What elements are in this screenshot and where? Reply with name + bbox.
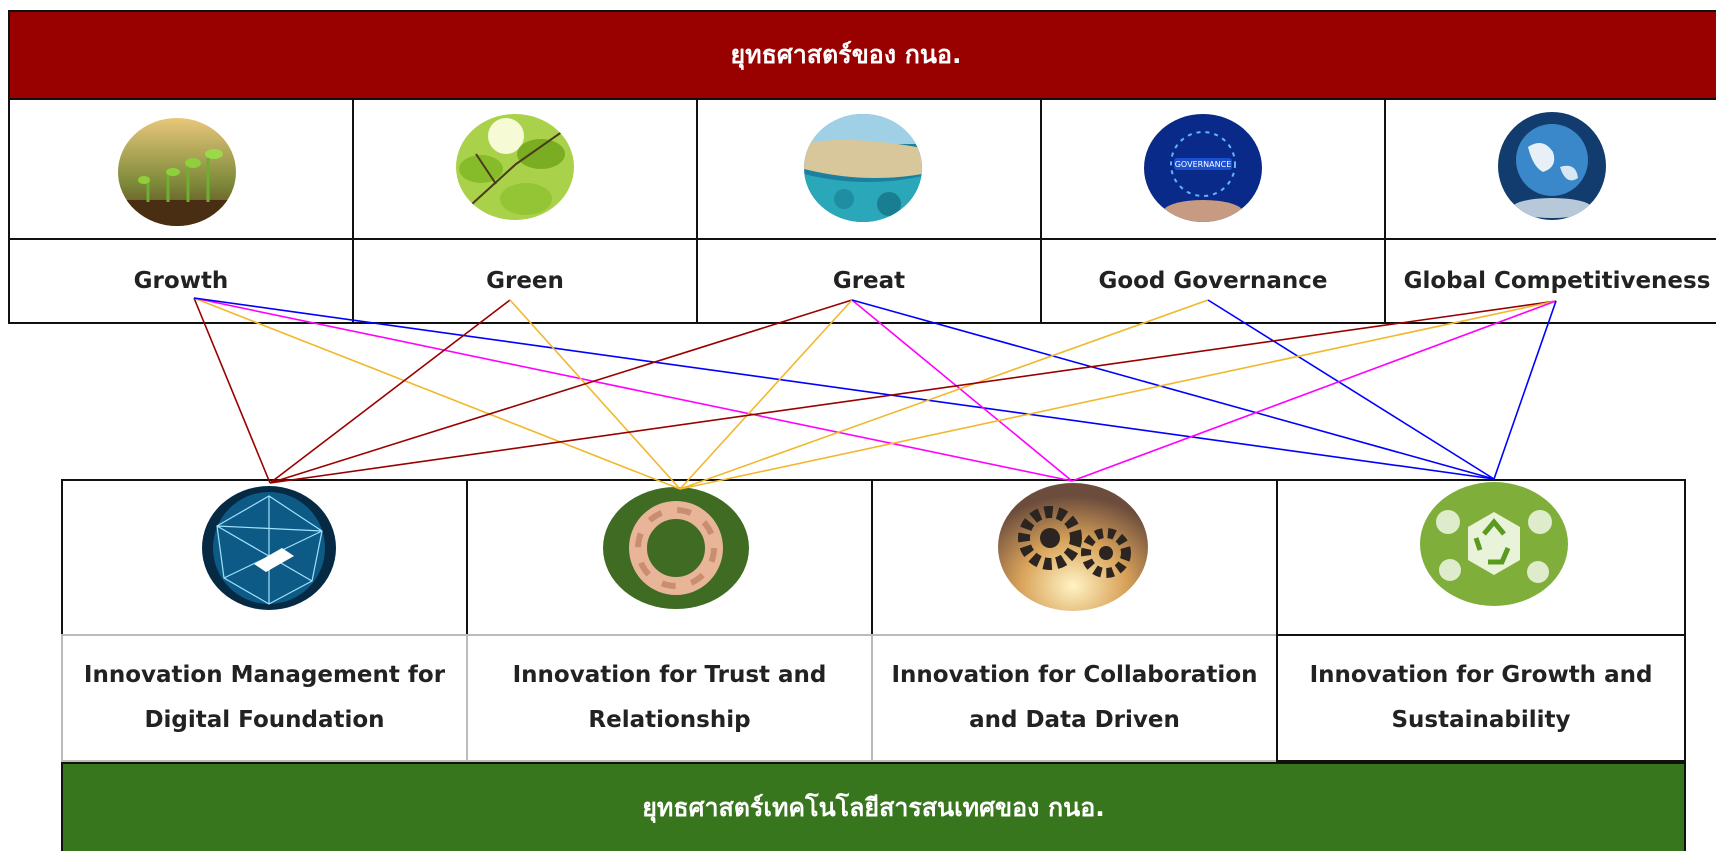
- bottom-banner-title: ยุทธศาสตร์เทคโนโลยีสารสนเทศของ กนอ.: [642, 792, 1105, 822]
- green-leaves-icon: [456, 114, 574, 220]
- digital-network-globe-icon: [202, 486, 336, 610]
- connector-growth-to-innovation-for-trust-and-relationship: [193, 297, 681, 490]
- connector-good-governance-to-innovation-for-trust-and-relationship: [679, 299, 1209, 490]
- recycle-sustainability-icon: [1420, 482, 1568, 606]
- top-banner-title: ยุทธศาสตร์ของ กนอ.: [730, 40, 962, 69]
- connector-green-to-innovation-for-trust-and-relationship: [509, 299, 681, 490]
- linked-hands-icon: [603, 487, 749, 609]
- pillar-label-great: Great: [696, 238, 1042, 324]
- globe-in-hands-icon: [1498, 112, 1606, 220]
- connector-great-to-innovation-for-trust-and-relationship: [679, 299, 853, 490]
- strategy-label-line2: Relationship: [588, 707, 751, 733]
- connector-great-to-innovation-for-collaboration-and-data-driven: [851, 299, 1073, 482]
- connector-great-to-innovation-for-growth-and-sustainability: [851, 299, 1495, 480]
- pillar-label-growth: Growth: [8, 238, 354, 324]
- strategy-label-line1: Innovation Management for: [83, 662, 446, 688]
- strategy-label-line2: and Data Driven: [969, 707, 1180, 733]
- pillar-label-global-competitiveness: Global Competitiveness: [1384, 238, 1716, 324]
- pillar-label-green: Green: [352, 238, 698, 324]
- ocean-reef-icon: [804, 114, 922, 222]
- governance-network-icon: GOVERNANCE: [1144, 114, 1262, 222]
- pillar-label-good-governance: Good Governance: [1040, 238, 1386, 324]
- connector-global-competitiveness-to-innovation-management-for-digital-foundation: [269, 300, 1557, 484]
- connector-green-to-innovation-management-for-digital-foundation: [269, 299, 511, 484]
- connector-global-competitiveness-to-innovation-for-growth-and-sustainability: [1493, 300, 1557, 480]
- strategy-label-line2: Digital Foundation: [144, 707, 385, 733]
- strategy-label-line1: Innovation for Growth and: [1309, 662, 1653, 688]
- seedling-icon: [118, 118, 236, 226]
- connector-growth-to-innovation-management-for-digital-foundation: [193, 297, 271, 484]
- bottom-it-strategy-banner: ยุทธศาสตร์เทคโนโลยีสารสนเทศของ กนอ.: [61, 762, 1686, 851]
- connector-growth-to-innovation-for-collaboration-and-data-driven: [193, 297, 1073, 482]
- connector-good-governance-to-innovation-for-growth-and-sustainability: [1207, 299, 1495, 480]
- gears-icon: [998, 483, 1148, 611]
- strategy-label-collaboration-data: Innovation for Collaboration and Data Dri…: [871, 634, 1278, 762]
- top-strategy-banner: ยุทธศาสตร์ของ กนอ.: [8, 10, 1716, 100]
- strategy-label-line2: Sustainability: [1391, 707, 1571, 733]
- connector-great-to-innovation-management-for-digital-foundation: [269, 299, 853, 484]
- connector-global-competitiveness-to-innovation-for-trust-and-relationship: [679, 300, 1557, 490]
- connector-global-competitiveness-to-innovation-for-collaboration-and-data-driven: [1071, 300, 1557, 482]
- strategy-label-line1: Innovation for Trust and: [512, 662, 827, 688]
- connector-growth-to-innovation-for-growth-and-sustainability: [193, 297, 1495, 480]
- strategy-label-line1: Innovation for Collaboration: [891, 662, 1258, 688]
- svg-text:GOVERNANCE: GOVERNANCE: [1175, 160, 1232, 169]
